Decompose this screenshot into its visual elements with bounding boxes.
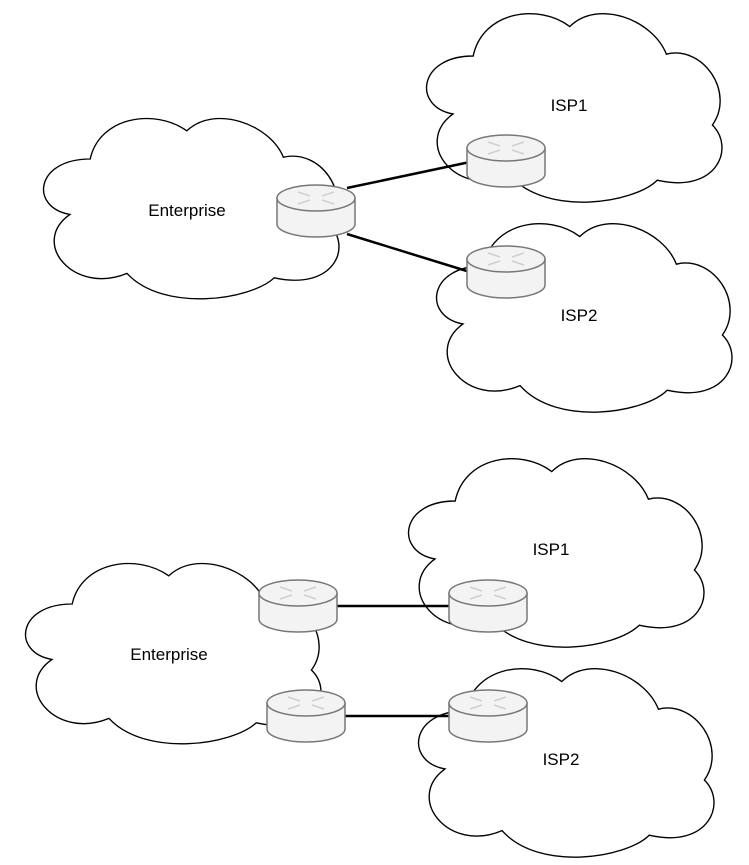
router-icon <box>466 134 546 188</box>
isp2-label: ISP2 <box>543 750 580 769</box>
link-enterprise-isp2 <box>346 232 471 274</box>
diagram-bottom: Enterprise ISP1 ISP2 <box>24 457 715 858</box>
isp1-label: ISP1 <box>551 96 588 115</box>
router-icon <box>448 579 528 633</box>
router-icon <box>448 689 528 743</box>
router-icon <box>266 689 346 743</box>
isp1-label: ISP1 <box>533 540 570 559</box>
isp2-label: ISP2 <box>561 306 598 325</box>
router-icon <box>466 245 546 299</box>
router-icon <box>276 184 356 238</box>
link-enterprise-isp1 <box>346 160 471 190</box>
router-icon <box>258 579 338 633</box>
enterprise-label: Enterprise <box>148 201 225 220</box>
enterprise-label: Enterprise <box>130 645 207 664</box>
diagram-top: Enterprise ISP1 ISP2 <box>42 12 733 413</box>
